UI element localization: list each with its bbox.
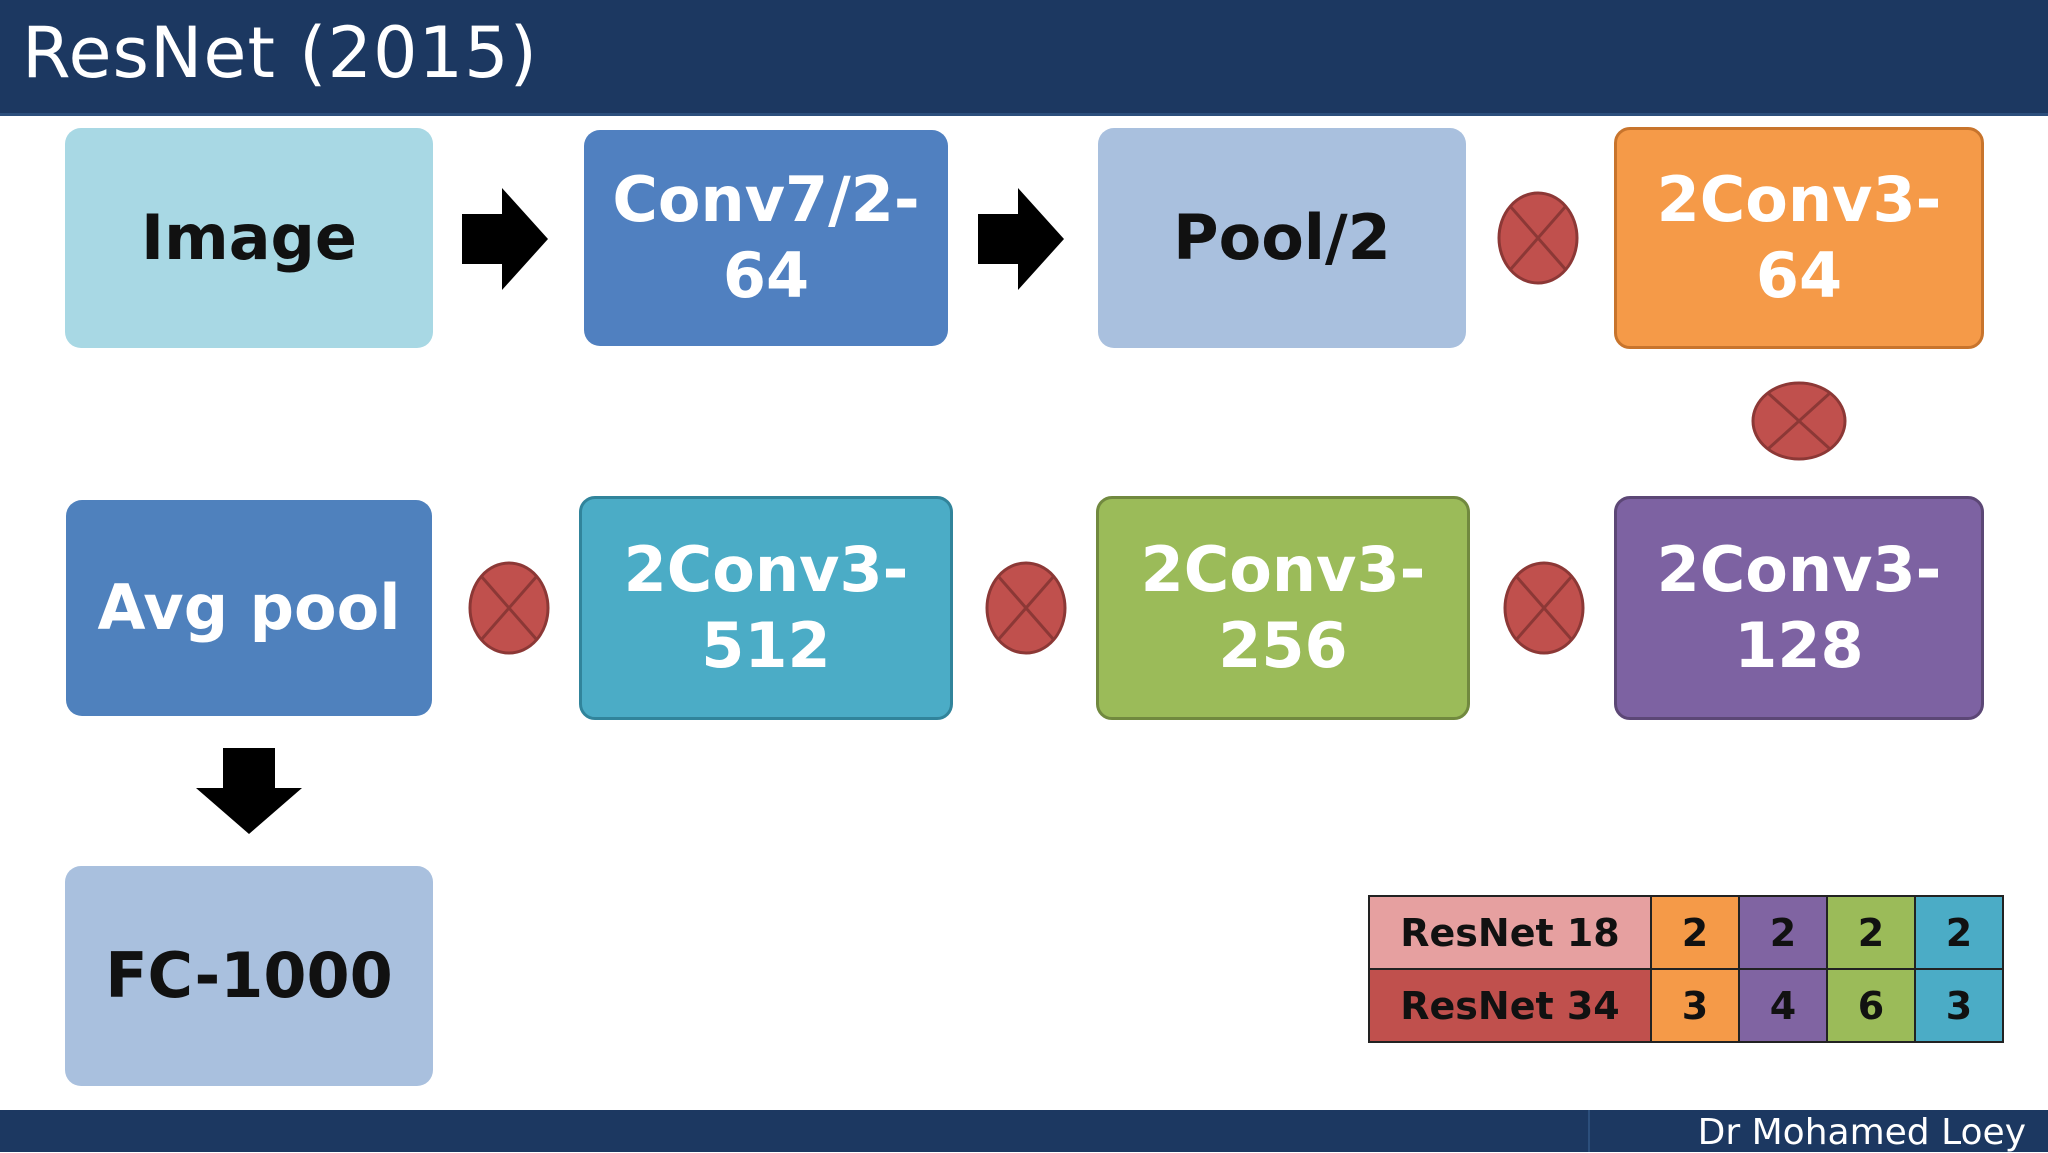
conv3-256-block: 2Conv3- 256 [1096, 496, 1470, 720]
footer-divider [1588, 1110, 1590, 1152]
arrow-down-icon [196, 748, 302, 834]
footer-bar: Dr Mohamed Loey [0, 1110, 2048, 1153]
arrow-right-icon [462, 188, 548, 290]
pool-block: Pool/2 [1098, 128, 1466, 348]
fc-block: FC-1000 [65, 866, 433, 1086]
multiply-circle-icon [1503, 561, 1585, 655]
table-row: ResNet 18 2 2 2 2 [1368, 895, 2004, 970]
row-name: ResNet 18 [1368, 895, 1652, 970]
table-row: ResNet 34 3 4 6 3 [1368, 968, 2004, 1043]
conv3-64-block: 2Conv3- 64 [1614, 127, 1984, 349]
multiply-circle-icon [1497, 191, 1579, 285]
block-count: 2 [1914, 895, 2004, 970]
block-count: 3 [1914, 968, 2004, 1043]
block-count: 2 [1738, 895, 1828, 970]
conv3-128-block: 2Conv3- 128 [1614, 496, 1984, 720]
conv3-512-block: 2Conv3- 512 [579, 496, 953, 720]
block-count: 6 [1826, 968, 1916, 1043]
title-bar: ResNet (2015) [0, 0, 2048, 116]
author-name: Dr Mohamed Loey [1697, 1112, 2026, 1153]
arrow-right-icon [978, 188, 1064, 290]
resnet-config-table: ResNet 18 2 2 2 2 ResNet 34 3 4 6 3 [1368, 895, 2004, 1043]
block-count: 4 [1738, 968, 1828, 1043]
multiply-circle-icon [1751, 381, 1847, 461]
block-count: 2 [1826, 895, 1916, 970]
block-count: 3 [1650, 968, 1740, 1043]
multiply-circle-icon [468, 561, 550, 655]
row-name: ResNet 34 [1368, 968, 1652, 1043]
block-count: 2 [1650, 895, 1740, 970]
slide-title: ResNet (2015) [22, 12, 538, 94]
multiply-circle-icon [985, 561, 1067, 655]
image-block: Image [65, 128, 433, 348]
avg-pool-block: Avg pool [66, 500, 432, 716]
conv7-block: Conv7/2- 64 [584, 130, 948, 346]
